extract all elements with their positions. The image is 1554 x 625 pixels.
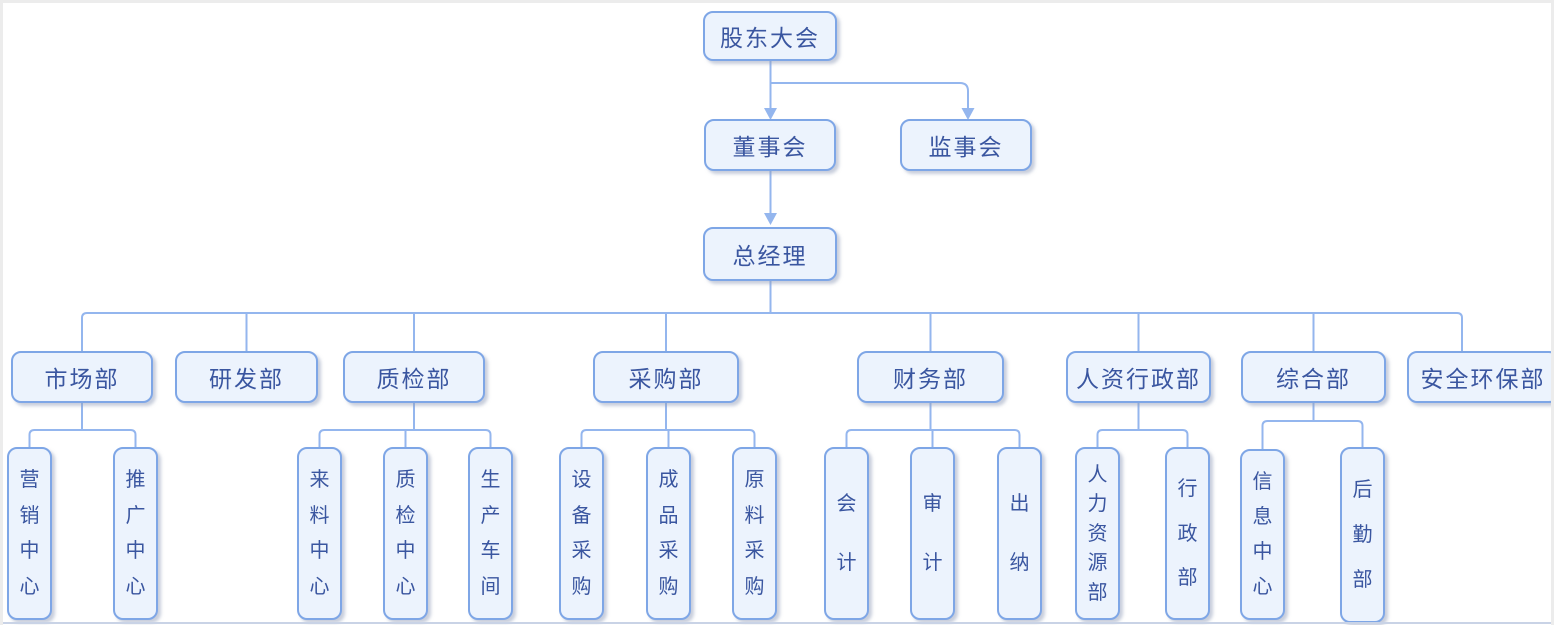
node-sub-production-workshop[interactable]: 生产车间 bbox=[468, 447, 513, 620]
node-label: 出纳 bbox=[1009, 493, 1030, 574]
node-label: 来料中心 bbox=[309, 469, 330, 598]
node-label: 信息中心 bbox=[1252, 471, 1273, 598]
node-label: 推广中心 bbox=[125, 469, 146, 598]
connector-hr-admin-sub bbox=[1096, 403, 1189, 447]
node-label: 后勤部 bbox=[1352, 479, 1373, 591]
connector-department-drops bbox=[245, 313, 1315, 351]
node-label: 营销中心 bbox=[19, 469, 40, 598]
node-dept-safety-environment[interactable]: 安全环保部 bbox=[1407, 351, 1551, 403]
node-sub-cashier[interactable]: 出纳 bbox=[997, 447, 1042, 620]
node-supervisory-board[interactable]: 监事会 bbox=[900, 119, 1032, 171]
node-label: 监事会 bbox=[928, 135, 1004, 160]
node-label: 生产车间 bbox=[480, 469, 501, 598]
node-sub-promotion-center[interactable]: 推广中心 bbox=[113, 447, 158, 620]
node-sub-marketing-center[interactable]: 营销中心 bbox=[7, 447, 52, 620]
node-label: 质检中心 bbox=[395, 469, 416, 598]
node-sub-incoming-material-center[interactable]: 来料中心 bbox=[297, 447, 342, 620]
node-dept-quality[interactable]: 质检部 bbox=[343, 351, 485, 403]
node-label: 总经理 bbox=[732, 244, 808, 269]
node-sub-human-resources[interactable]: 人力资源部 bbox=[1075, 447, 1120, 620]
node-sub-accounting[interactable]: 会计 bbox=[824, 447, 869, 620]
node-label: 财务部 bbox=[893, 367, 968, 392]
node-label: 人力资源部 bbox=[1087, 463, 1108, 604]
connector-lines bbox=[28, 61, 1463, 449]
connector-marketing-sub bbox=[28, 403, 137, 447]
node-dept-finance[interactable]: 财务部 bbox=[857, 351, 1004, 403]
canvas-bottom-divider bbox=[3, 622, 1551, 624]
node-sub-quality-inspection-center[interactable]: 质检中心 bbox=[383, 447, 428, 620]
connector-root-to-supervisory bbox=[770, 82, 969, 109]
node-sub-administration[interactable]: 行政部 bbox=[1165, 447, 1210, 620]
node-label: 市场部 bbox=[44, 367, 120, 392]
node-sub-logistics[interactable]: 后勤部 bbox=[1340, 447, 1385, 623]
node-label: 研发部 bbox=[209, 367, 284, 392]
connector-general-affairs-sub bbox=[1261, 403, 1364, 449]
connector-finance-sub bbox=[845, 403, 1021, 447]
node-dept-general-affairs[interactable]: 综合部 bbox=[1241, 351, 1386, 403]
node-label: 综合部 bbox=[1276, 367, 1351, 392]
node-label: 设备采购 bbox=[571, 469, 592, 598]
node-label: 原料采购 bbox=[744, 469, 765, 598]
connector-purchasing-sub bbox=[580, 403, 756, 447]
node-dept-hr-admin[interactable]: 人资行政部 bbox=[1066, 351, 1211, 403]
node-label: 安全环保部 bbox=[1420, 367, 1546, 392]
connector-department-bus bbox=[81, 312, 1463, 351]
node-label: 会计 bbox=[836, 493, 857, 574]
node-label: 成品采购 bbox=[658, 469, 679, 598]
node-label: 董事会 bbox=[732, 135, 808, 160]
node-board-of-directors[interactable]: 董事会 bbox=[704, 119, 836, 171]
arrow-to-gm-icon bbox=[764, 213, 777, 225]
node-label: 行政部 bbox=[1177, 478, 1198, 589]
node-label: 采购部 bbox=[628, 367, 704, 392]
node-label: 股东大会 bbox=[720, 26, 820, 51]
connector-quality-sub bbox=[318, 403, 492, 447]
node-sub-information-center[interactable]: 信息中心 bbox=[1240, 449, 1285, 620]
node-shareholders-meeting[interactable]: 股东大会 bbox=[703, 11, 837, 61]
node-dept-purchasing[interactable]: 采购部 bbox=[593, 351, 739, 403]
node-sub-raw-material-purchasing[interactable]: 原料采购 bbox=[732, 447, 777, 620]
node-dept-marketing[interactable]: 市场部 bbox=[11, 351, 153, 403]
node-label: 人资行政部 bbox=[1076, 367, 1201, 392]
node-dept-rnd[interactable]: 研发部 bbox=[175, 351, 318, 403]
node-general-manager[interactable]: 总经理 bbox=[703, 227, 837, 281]
node-sub-equipment-purchasing[interactable]: 设备采购 bbox=[559, 447, 604, 620]
node-sub-finished-goods-purchasing[interactable]: 成品采购 bbox=[646, 447, 691, 620]
node-label: 质检部 bbox=[376, 367, 452, 392]
node-sub-auditing[interactable]: 审计 bbox=[910, 447, 955, 620]
node-label: 审计 bbox=[922, 493, 943, 574]
